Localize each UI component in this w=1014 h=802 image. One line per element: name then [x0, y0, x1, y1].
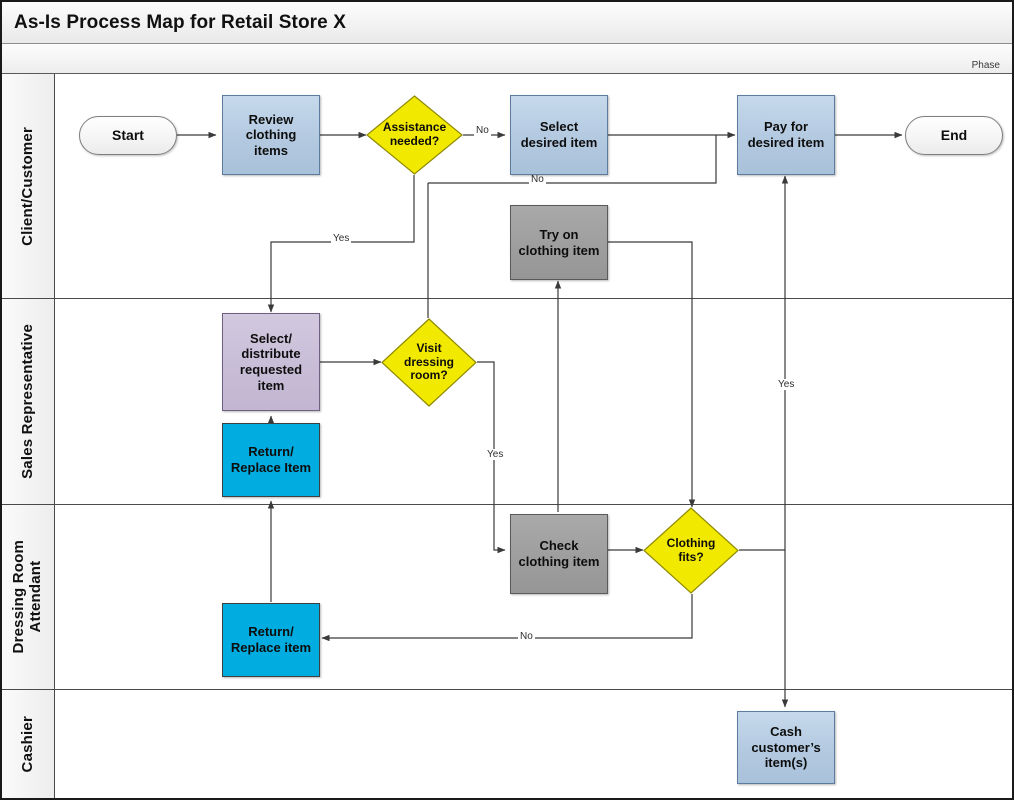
swimlane-body-sales-representative — [55, 299, 1012, 504]
edge-label-assistance-yes: Yes — [331, 233, 352, 244]
swimlane-body-cashier — [55, 690, 1012, 798]
node-label-end: End — [940, 127, 968, 144]
swimlane-label-dressing-room-attendant: Dressing Room Attendant — [10, 540, 44, 654]
node-return-replace-item-sales[interactable]: Return/ Replace Item — [222, 423, 320, 497]
node-visit-dressing-room[interactable]: Visit dressing room? — [381, 318, 477, 407]
node-label-pay-for-desired-item: Pay for desired item — [747, 119, 825, 150]
node-label-return-replace-item-sales: Return/ Replace Item — [230, 444, 312, 475]
phase-band: Phase — [2, 44, 1012, 74]
swimlane-label-cashier: Cashier — [18, 715, 36, 773]
swimlane-header-client-customer: Client/Customer — [2, 74, 55, 298]
diamond-shape-visit-dressing-room — [381, 318, 477, 407]
node-clothing-fits[interactable]: Clothing fits? — [643, 507, 739, 594]
swimlane-client-customer: Client/Customer — [2, 74, 1012, 299]
swimlane-dressing-room-attendant: Dressing Room Attendant — [2, 505, 1012, 690]
node-assistance-needed[interactable]: Assistance needed? — [366, 95, 463, 175]
swimlane-header-dressing-room-attendant: Dressing Room Attendant — [2, 505, 55, 689]
node-label-review-clothing-items: Review clothing items — [245, 111, 297, 158]
swimlane-sales-representative: Sales Representative — [2, 299, 1012, 505]
edge-label-select-desired-no: No — [529, 174, 546, 185]
node-label-try-on-clothing-item: Try on clothing item — [518, 226, 600, 258]
node-select-distribute-requested-item[interactable]: Select/ distribute requested item — [222, 313, 320, 411]
swimlane-header-cashier: Cashier — [2, 690, 55, 798]
swimlane-cashier: Cashier — [2, 690, 1012, 798]
node-label-select-desired-item: Select desired item — [520, 119, 598, 150]
edge-label-fits-no: No — [518, 631, 535, 642]
node-label-start: Start — [112, 127, 144, 144]
page-title: As-Is Process Map for Retail Store X — [14, 11, 346, 33]
node-end[interactable]: End — [905, 116, 1003, 155]
diamond-shape-clothing-fits — [643, 507, 739, 594]
node-pay-for-desired-item[interactable]: Pay for desired item — [737, 95, 835, 175]
node-label-return-replace-item-attendant: Return/ Replace item — [230, 624, 312, 655]
swimlane-label-client-customer: Client/Customer — [18, 126, 36, 246]
edge-label-visit-yes: Yes — [485, 449, 506, 460]
node-try-on-clothing-item[interactable]: Try on clothing item — [510, 205, 608, 280]
node-label-cash-customers-items: Cash customer’s item(s) — [751, 724, 821, 771]
node-start[interactable]: Start — [79, 116, 177, 155]
edge-label-assistance-no: No — [474, 125, 491, 136]
diagram-title-bar: As-Is Process Map for Retail Store X — [2, 2, 1012, 44]
node-label-select-distribute-requested-item: Select/ distribute requested item — [239, 330, 303, 393]
node-select-desired-item[interactable]: Select desired item — [510, 95, 608, 175]
node-label-visit-dressing-room: Visit dressing room? — [403, 340, 454, 383]
node-label-check-clothing-item: Check clothing item — [518, 538, 600, 569]
node-cash-customers-items[interactable]: Cash customer’s item(s) — [737, 711, 835, 784]
node-return-replace-item-attendant[interactable]: Return/ Replace item — [222, 603, 320, 677]
node-check-clothing-item[interactable]: Check clothing item — [510, 514, 608, 594]
node-label-clothing-fits: Clothing fits? — [666, 535, 716, 564]
edge-label-fits-yes: Yes — [776, 379, 797, 390]
diamond-shape-assistance — [366, 95, 463, 175]
swimlane-header-sales-representative: Sales Representative — [2, 299, 55, 504]
node-review-clothing-items[interactable]: Review clothing items — [222, 95, 320, 175]
node-label-assistance-needed: Assistance needed? — [382, 120, 447, 148]
phase-label: Phase — [971, 60, 1000, 71]
swimlane-label-sales-representative: Sales Representative — [18, 324, 36, 479]
